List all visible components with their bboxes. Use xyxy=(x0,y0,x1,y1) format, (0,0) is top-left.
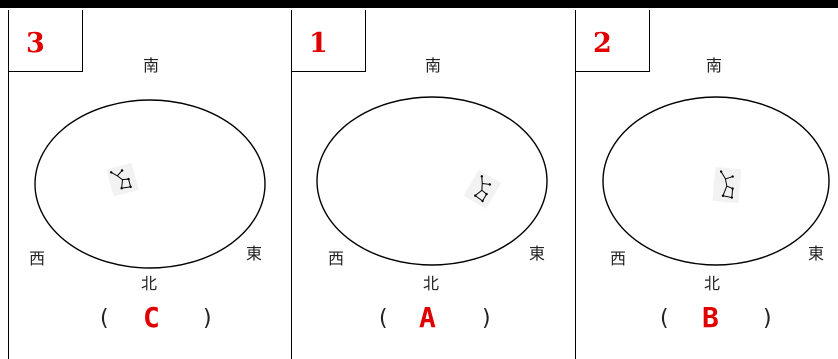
direction-east: 東 xyxy=(246,244,263,263)
answer-letter: C xyxy=(143,301,160,334)
direction-west: 西 xyxy=(29,249,46,268)
direction-south: 南 xyxy=(425,56,442,75)
panel-number-box: 2 xyxy=(576,10,650,72)
direction-west: 西 xyxy=(610,249,627,268)
panel-number-box: 1 xyxy=(292,10,366,72)
open-paren: ( xyxy=(100,306,109,331)
sky-panel-2: 1 南 西 東 北 ( A ) xyxy=(292,10,576,359)
answer-row: ( B ) xyxy=(660,304,780,338)
panel-number: 1 xyxy=(309,28,328,59)
sky-panel-1: 3 南 西 東 北 ( C ) xyxy=(8,10,292,359)
constellation-icon xyxy=(463,169,502,209)
horizon-ellipse xyxy=(316,96,548,266)
direction-east: 東 xyxy=(808,244,825,263)
direction-east: 東 xyxy=(529,244,546,263)
direction-north: 北 xyxy=(141,274,158,293)
answer-letter: B xyxy=(702,301,719,334)
answer-row: ( A ) xyxy=(379,304,499,338)
horizon-ellipse xyxy=(34,99,266,269)
close-paren: ) xyxy=(482,306,491,331)
direction-south: 南 xyxy=(706,56,723,75)
constellation-icon xyxy=(712,167,742,204)
answer-letter: A xyxy=(419,301,436,334)
direction-north: 北 xyxy=(704,274,721,293)
constellation-icon xyxy=(106,162,139,197)
panel-number: 3 xyxy=(26,28,45,59)
panel-number-box: 3 xyxy=(9,10,83,72)
close-paren: ) xyxy=(203,306,212,331)
sky-diagram xyxy=(316,96,548,266)
close-paren: ) xyxy=(763,306,772,331)
open-paren: ( xyxy=(379,306,388,331)
sky-diagram xyxy=(602,96,830,266)
sky-panel-3: 2 南 西 東 北 ( B ) xyxy=(576,10,838,359)
direction-north: 北 xyxy=(423,274,440,293)
open-paren: ( xyxy=(660,306,669,331)
direction-west: 西 xyxy=(328,249,345,268)
top-border-rule xyxy=(0,0,838,8)
answer-row: ( C ) xyxy=(100,304,220,338)
panel-number: 2 xyxy=(593,28,612,59)
sky-diagram xyxy=(34,99,266,269)
horizon-ellipse xyxy=(602,96,830,266)
direction-south: 南 xyxy=(143,56,160,75)
